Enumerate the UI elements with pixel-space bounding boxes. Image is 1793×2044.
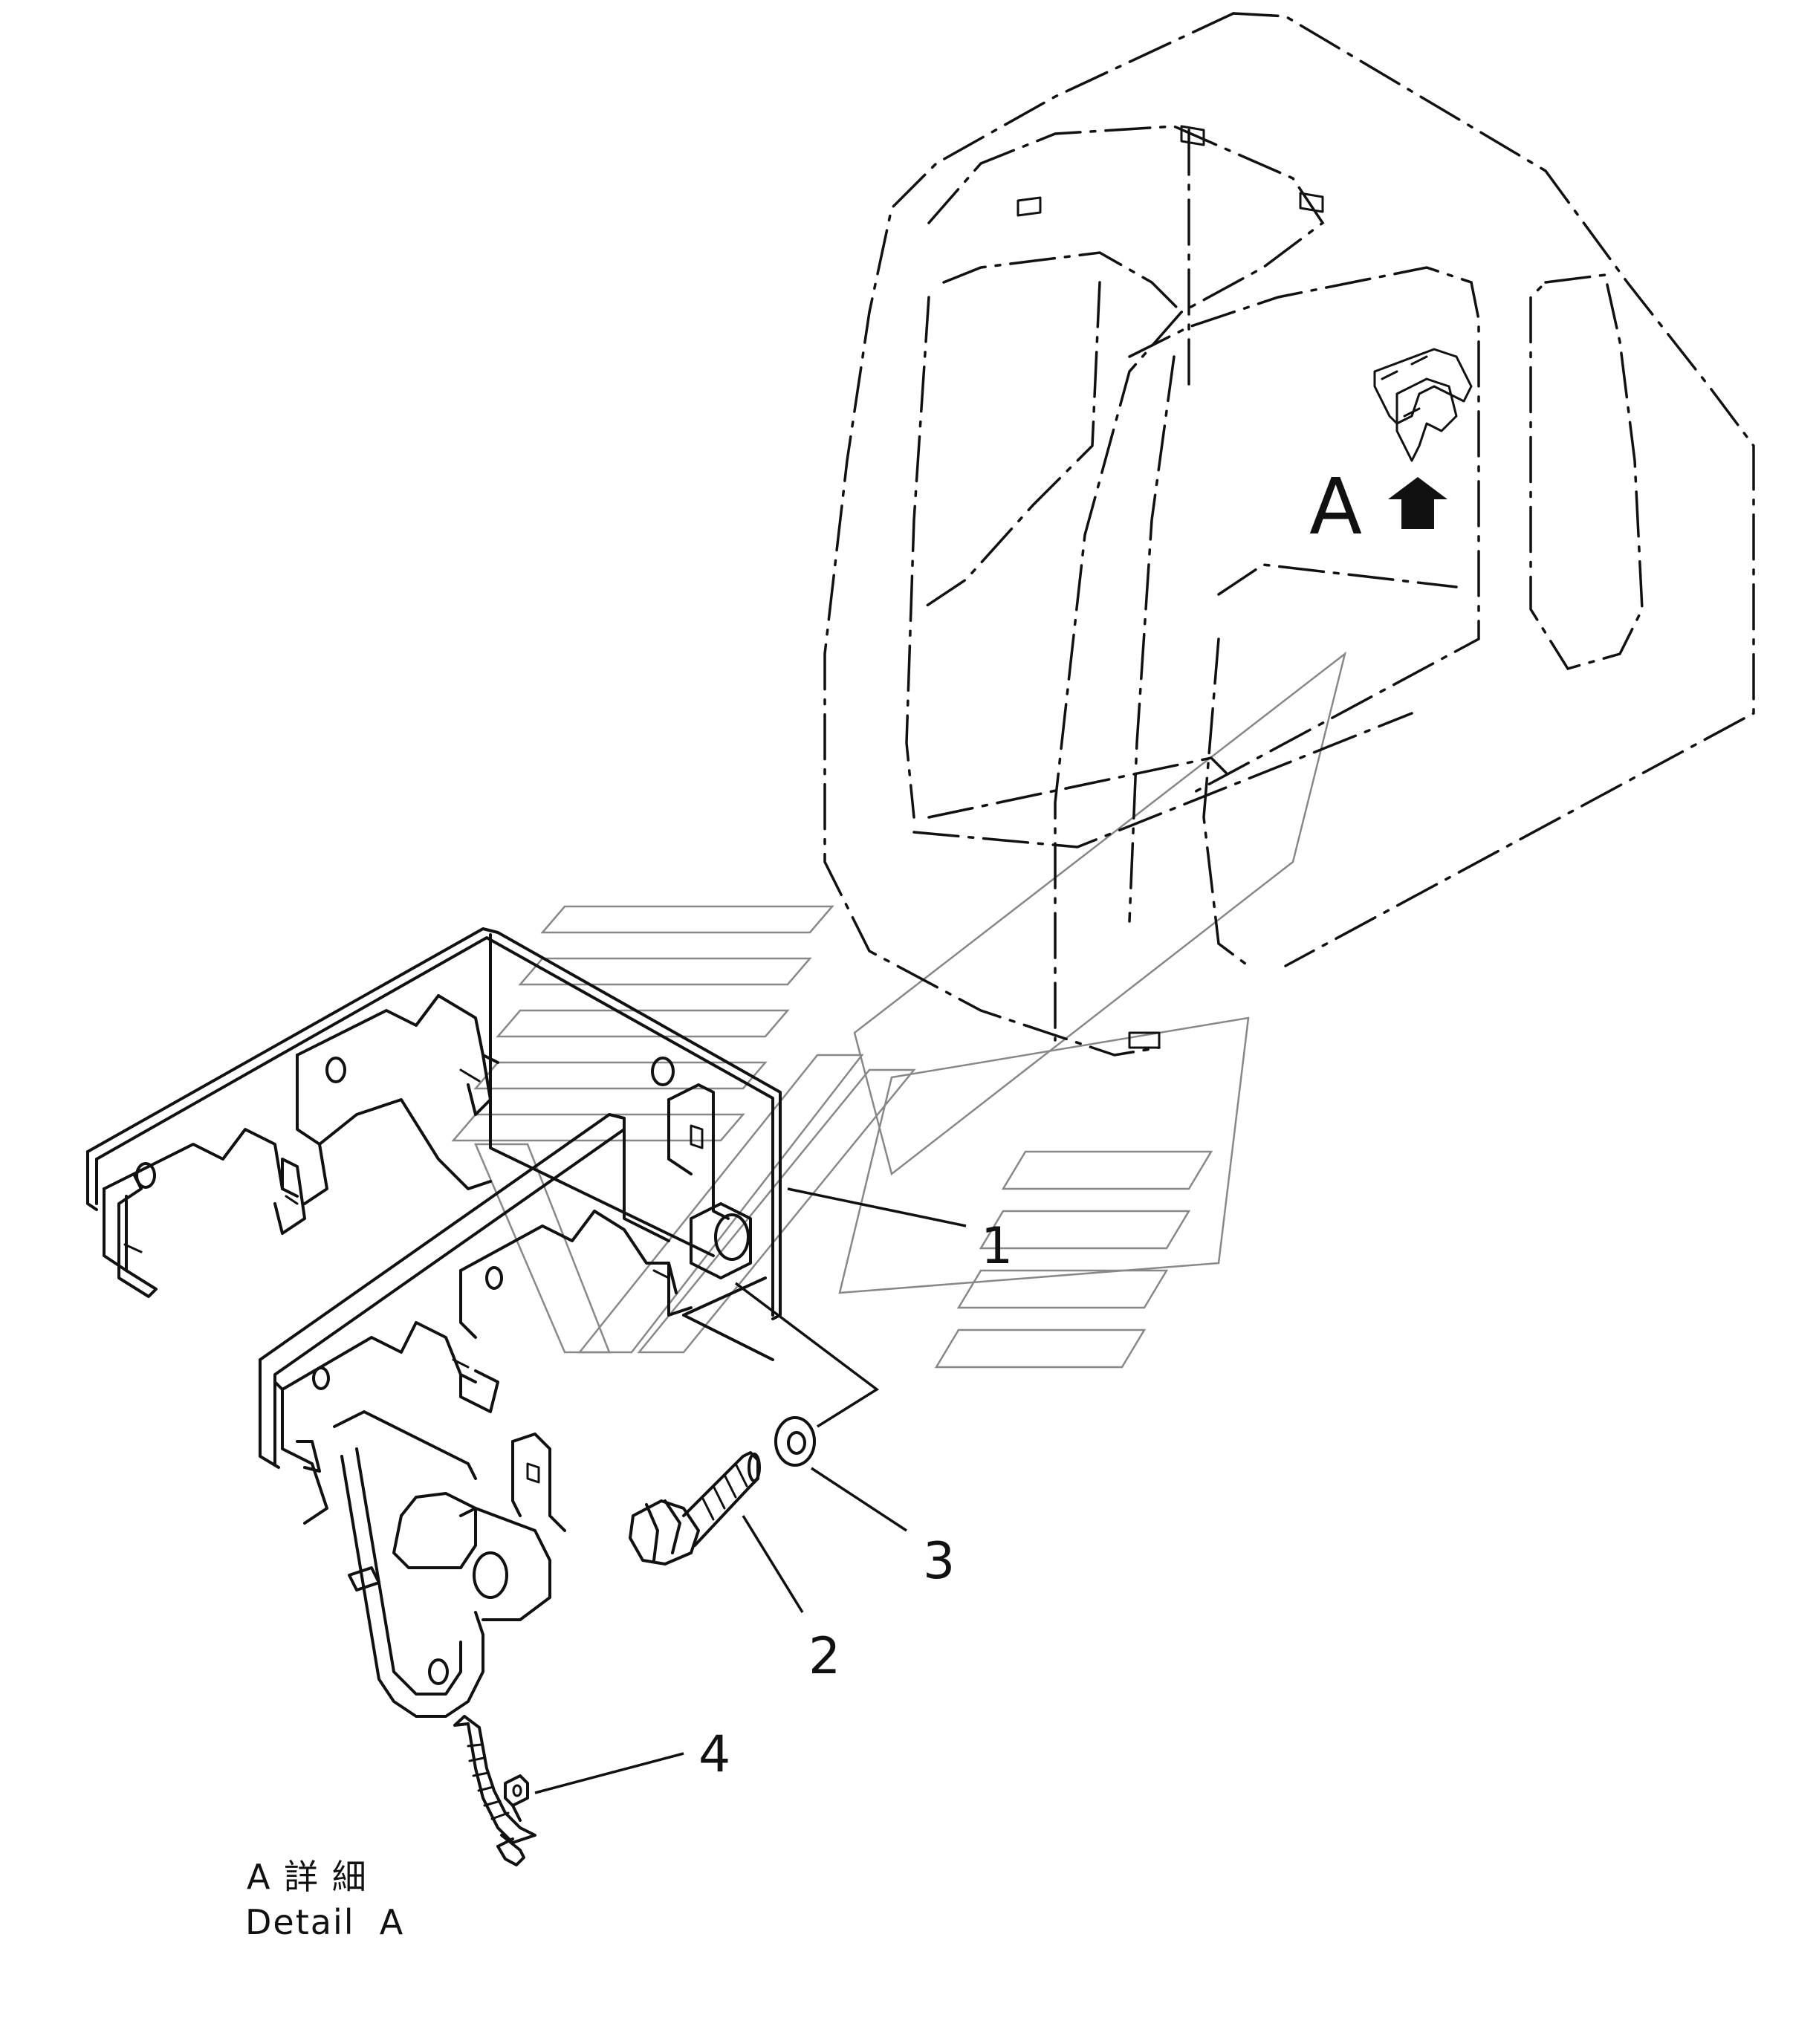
bracket-part-1: [86, 927, 782, 1718]
cable-tie-part-4: [453, 1715, 536, 1866]
callout-3: 3: [923, 1532, 955, 1591]
leaders: [534, 1187, 967, 1794]
bolt-part-2: [629, 1451, 761, 1566]
caption-japanese: A 詳 細: [247, 1857, 368, 1897]
view-marker-letter: A: [1309, 461, 1362, 552]
washer-part-3: [774, 1416, 816, 1467]
callout-1: 1: [981, 1217, 1013, 1276]
cab-outline: [823, 12, 1755, 1057]
callout-2: 2: [808, 1627, 840, 1686]
callout-4: 4: [698, 1725, 730, 1784]
bracket-location-thumbnail: [1373, 348, 1473, 462]
caption-english: Detail A: [245, 1902, 404, 1942]
watermark-logo: [451, 651, 1347, 1369]
view-marker: A: [1309, 461, 1447, 552]
view-arrow-icon: [1388, 477, 1447, 529]
